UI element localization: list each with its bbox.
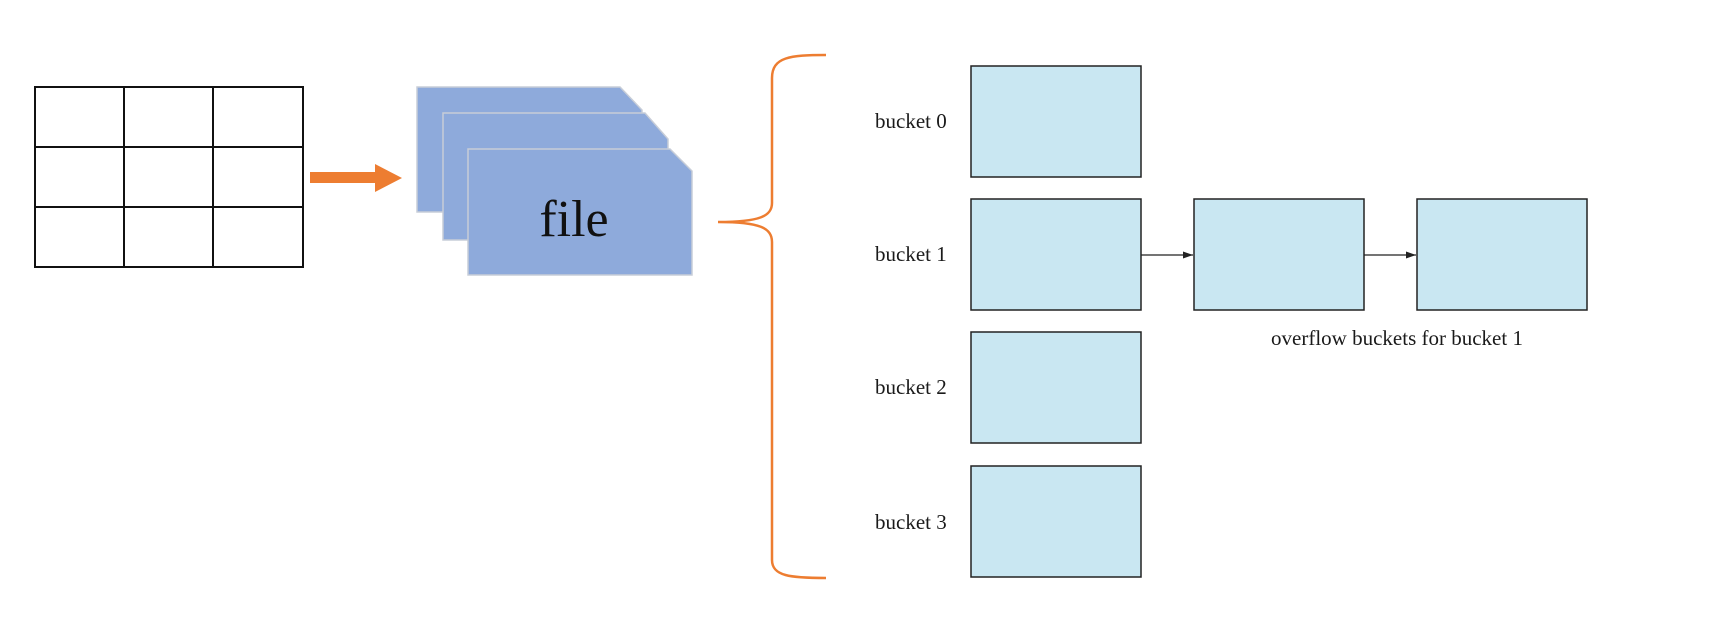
bucket-label: bucket 1 xyxy=(875,242,947,266)
table-to-file-arrow xyxy=(310,164,402,192)
arrow-head xyxy=(375,164,402,192)
bucket-box-2 xyxy=(970,331,1142,444)
bucket-label: bucket 3 xyxy=(875,510,947,534)
bucket-label: bucket 2 xyxy=(875,375,947,399)
primary-buckets xyxy=(970,65,1142,578)
overflow-chain xyxy=(1141,198,1588,311)
overflow-bucket-box-2 xyxy=(1416,198,1588,311)
bucket-box-3 xyxy=(970,465,1142,578)
file-page-front xyxy=(467,148,693,276)
table-outline xyxy=(34,86,304,268)
overflow-caption: overflow buckets for bucket 1 xyxy=(1271,326,1523,350)
bucket-group-brace xyxy=(717,53,827,580)
arrow-shaft xyxy=(310,172,378,183)
bucket-box-1 xyxy=(970,198,1142,311)
bucket-label: bucket 0 xyxy=(875,109,947,133)
table-grid xyxy=(34,86,304,268)
file-stack xyxy=(416,86,693,276)
bucket-box-0 xyxy=(970,65,1142,178)
file-label: file xyxy=(539,191,608,248)
overflow-bucket-box-1 xyxy=(1193,198,1365,311)
